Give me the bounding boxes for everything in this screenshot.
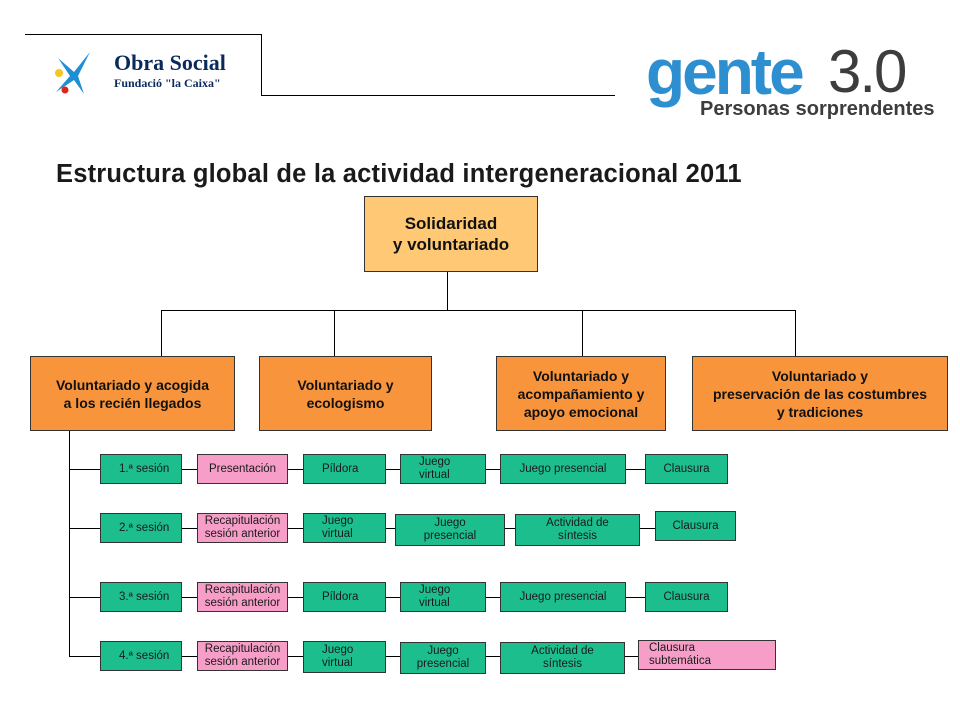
fundacio-logo-text: Fundació "la Caixa" <box>114 76 221 90</box>
step-juego-virtual: Juego virtual <box>303 641 386 673</box>
category-node-costumbres: Voluntariado y preservación de las costu… <box>692 356 948 431</box>
category-drop-4 <box>795 310 796 356</box>
step-clausura-subtematica: Clausura subtemática <box>638 640 776 670</box>
category-node-acompanamiento: Voluntariado y acompañamiento y apoyo em… <box>496 356 666 431</box>
session-branch-1 <box>69 469 100 470</box>
category-node-ecologismo: Voluntariado y ecologismo <box>259 356 432 431</box>
session-label: 4.ª sesión <box>119 649 170 662</box>
root-node-label: Solidaridad y voluntariado <box>392 214 510 254</box>
step-label: Clausura subtemática <box>649 642 712 667</box>
step-label: Recapitulación sesión anterior <box>204 515 281 540</box>
step-juego-presencial: Juego presencial <box>500 582 626 612</box>
category-drop-1 <box>161 310 162 356</box>
category-node-acogida: Voluntariado y acogida a los recién lleg… <box>30 356 235 431</box>
step-juego-virtual: Juego virtual <box>400 582 486 612</box>
category-bus <box>161 310 795 311</box>
step-label: Recapitulación sesión anterior <box>204 643 281 668</box>
gente-logo-text: gente <box>646 36 805 108</box>
obra-social-logo-text: Obra Social <box>114 50 226 75</box>
step-label: Juego virtual <box>322 515 354 540</box>
category-label: Voluntariado y acogida a los recién lleg… <box>56 376 209 411</box>
step-label: Actividad de síntesis <box>531 645 594 670</box>
category-label: Voluntariado y preservación de las costu… <box>713 367 927 420</box>
step-pildora: Píldora <box>303 582 386 612</box>
session-2-node: 2.ª sesión <box>100 513 182 543</box>
category-drop-3 <box>582 310 583 356</box>
caixa-star-logo-icon <box>55 52 90 94</box>
session-label: 2.ª sesión <box>119 521 170 534</box>
step-label: Juego virtual <box>419 456 451 481</box>
header-rule-bottom <box>261 95 615 96</box>
session-branch-2 <box>69 528 100 529</box>
step-actividad-sintesis: Actividad de síntesis <box>500 642 625 674</box>
step-label: Juego virtual <box>322 644 354 669</box>
category-label: Voluntariado y ecologismo <box>297 376 394 411</box>
step-juego-virtual: Juego virtual <box>400 454 486 484</box>
step-label: Juego presencial <box>519 462 607 475</box>
gente-tagline: Personas sorprendentes <box>700 98 935 120</box>
step-label: Clausura <box>663 462 710 475</box>
step-clausura: Clausura <box>645 582 728 612</box>
session-4-node: 4.ª sesión <box>100 641 182 671</box>
step-label: Recapitulación sesión anterior <box>204 584 281 609</box>
session-trunk <box>69 431 70 657</box>
session-branch-3 <box>69 597 100 598</box>
gente-version-logo-text: 3.0 <box>828 38 907 105</box>
category-label: Voluntariado y acompañamiento y apoyo em… <box>517 367 645 420</box>
step-juego-presencial: Juego presencial <box>395 514 505 546</box>
step-label: Juego presencial <box>416 645 470 670</box>
session-3-node: 3.ª sesión <box>100 582 182 612</box>
step-pildora: Píldora <box>303 454 386 484</box>
step-clausura: Clausura <box>645 454 728 484</box>
step-label: Clausura <box>663 590 710 603</box>
step-recapitulacion: Recapitulación sesión anterior <box>197 513 288 543</box>
step-label: Píldora <box>322 590 359 603</box>
header-rule-vertical <box>261 34 262 95</box>
root-node: Solidaridad y voluntariado <box>364 196 538 272</box>
step-label: Píldora <box>322 462 359 475</box>
step-label: Clausura <box>672 519 719 532</box>
step-recapitulacion: Recapitulación sesión anterior <box>197 582 288 612</box>
step-actividad-sintesis: Actividad de síntesis <box>515 514 640 546</box>
step-label: Juego virtual <box>419 584 451 609</box>
step-recapitulacion: Recapitulación sesión anterior <box>197 641 288 671</box>
step-juego-virtual: Juego virtual <box>303 513 386 543</box>
step-label: Juego presencial <box>423 517 477 542</box>
step-clausura: Clausura <box>655 511 736 541</box>
root-connector <box>447 272 448 310</box>
step-label: Juego presencial <box>519 590 607 603</box>
step-juego-presencial: Juego presencial <box>500 454 626 484</box>
step-juego-presencial: Juego presencial <box>400 642 486 674</box>
header-rule-top <box>25 34 261 35</box>
step-label: Actividad de síntesis <box>546 517 609 542</box>
step-label: Presentación <box>208 462 277 475</box>
session-1-node: 1.ª sesión <box>100 454 182 484</box>
session-branch-4 <box>69 656 100 657</box>
page-title: Estructura global de la actividad interg… <box>56 160 742 188</box>
session-label: 1.ª sesión <box>119 462 170 475</box>
session-label: 3.ª sesión <box>119 590 170 603</box>
step-presentacion: Presentación <box>197 454 288 484</box>
category-drop-2 <box>334 310 335 356</box>
